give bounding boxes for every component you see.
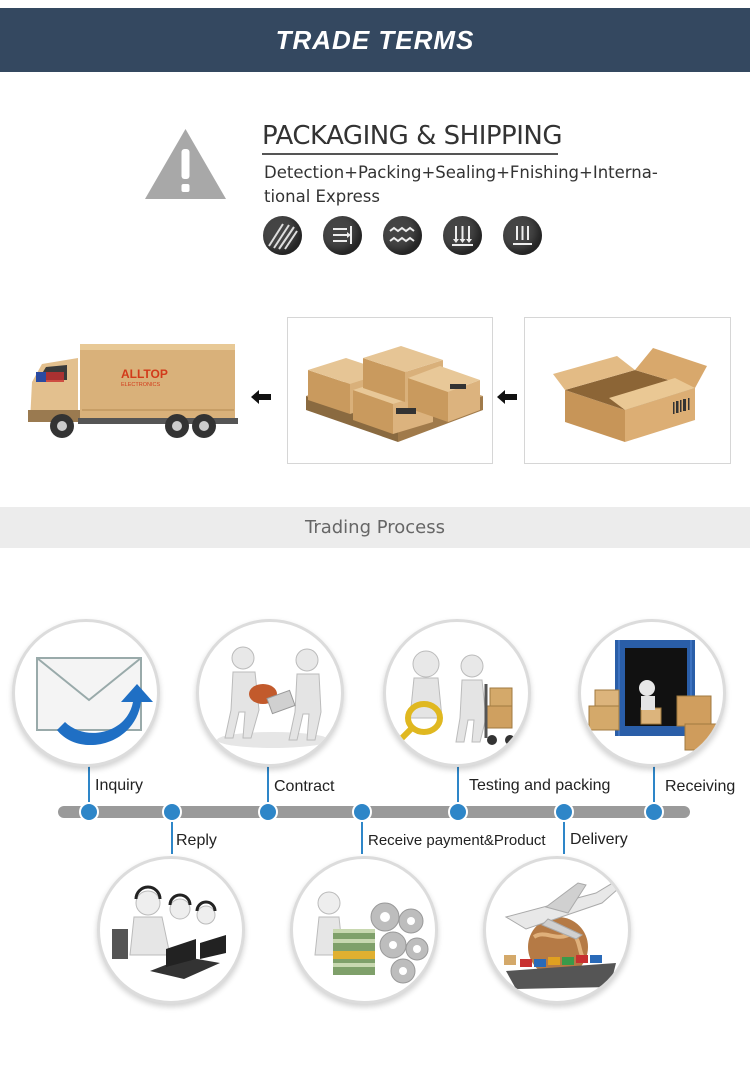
vertical-lines-icon <box>503 216 542 255</box>
down-arrows-icon <box>443 216 482 255</box>
arrow-left-icon <box>251 390 271 404</box>
call-center-icon <box>97 856 245 1004</box>
connector-delivery <box>563 812 565 854</box>
diagonal-stripes-icon <box>263 216 302 255</box>
band-title: Trading Process <box>304 517 446 538</box>
delivery-truck-image: ALLTOP ELECTRONICS <box>28 344 238 438</box>
timeline-node-reply <box>162 802 182 822</box>
connector-contract <box>267 766 269 812</box>
money-gears-icon <box>290 856 438 1004</box>
compress-icon <box>383 216 422 255</box>
step-label-testing: Testing and packing <box>469 777 611 794</box>
open-carton-image <box>524 317 731 464</box>
desc-line-1: Detection+Packing+Sealing+Fnishing+Inter… <box>264 163 658 182</box>
connector-reply <box>171 812 173 854</box>
lines-arrow-icon <box>323 216 362 255</box>
step-label-payment: Receive payment&Product <box>368 832 546 849</box>
pallet-boxes-image <box>287 317 493 464</box>
warning-icon <box>145 129 226 199</box>
timeline-node-contract <box>258 802 278 822</box>
step-label-receiving: Receiving <box>665 778 736 795</box>
trading-process-band: Trading Process <box>0 507 750 548</box>
timeline-node-delivery <box>554 802 574 822</box>
arrow-left-icon <box>497 390 517 404</box>
connector-payment <box>361 812 363 854</box>
step-label-reply: Reply <box>176 832 217 849</box>
timeline-node-testing <box>448 802 468 822</box>
packaging-description: Detection+Packing+Sealing+Fnishing+Inter… <box>264 161 664 209</box>
step-label-inquiry: Inquiry <box>95 777 144 794</box>
envelope-reply-icon <box>12 619 160 767</box>
step-label-delivery: Delivery <box>570 831 628 848</box>
connector-testing <box>457 766 459 812</box>
timeline-node-receiving <box>644 802 664 822</box>
truck-brand: ALLTOP <box>121 367 168 381</box>
packaging-icons <box>263 216 542 255</box>
step-label-contract: Contract <box>274 778 335 795</box>
packaging-title: PACKAGING & SHIPPING <box>262 121 562 151</box>
connector-inquiry <box>88 766 90 812</box>
timeline-node-inquiry <box>79 802 99 822</box>
magnifier-cart-icon <box>383 619 531 767</box>
timeline-node-payment <box>352 802 372 822</box>
handshake-figures-icon <box>196 619 344 767</box>
connector-receiving <box>653 766 655 812</box>
header-title: TRADE TERMS <box>275 24 475 55</box>
trade-terms-header: TRADE TERMS <box>0 8 750 72</box>
process-timeline <box>58 806 690 818</box>
truck-brand-sub: ELECTRONICS <box>121 382 160 388</box>
airplane-globe-ship-icon <box>483 856 631 1004</box>
container-boxes-icon <box>578 619 726 767</box>
desc-line-2: tional Express <box>264 187 380 206</box>
title-underline <box>262 153 558 155</box>
